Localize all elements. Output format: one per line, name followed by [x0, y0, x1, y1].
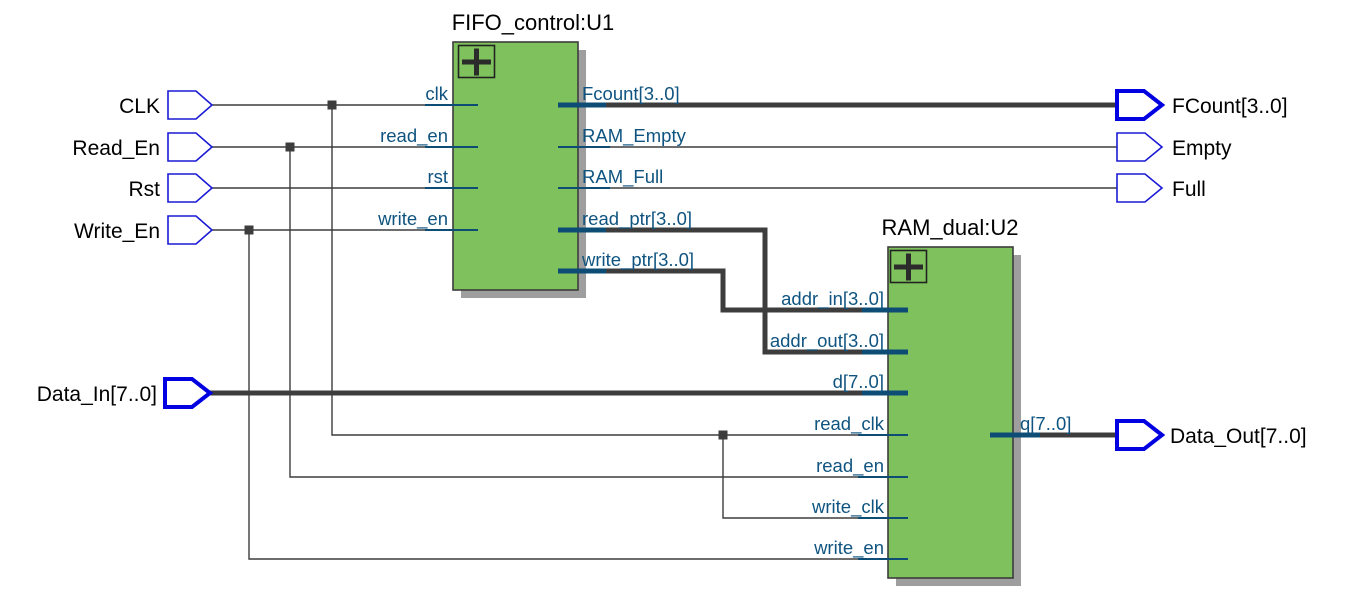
label-readen-pin: Read_En — [72, 137, 160, 160]
fifo-control-block[interactable] — [452, 41, 579, 291]
port-label-ram-writeclk: write_clk — [811, 496, 885, 518]
port-label-ram-addrout: addr_out[3..0] — [770, 330, 884, 352]
port-label-fifo-rst: rst — [427, 166, 448, 187]
junction-readen — [285, 142, 295, 152]
port-label-ram-q: q[7..0] — [1020, 413, 1071, 434]
port-label-fifo-writeptr: write_ptr[3..0] — [581, 249, 694, 271]
output-pin-dataout[interactable] — [1115, 419, 1166, 451]
label-datain-pin: Data_In[7..0] — [37, 383, 157, 406]
label-empty-pin: Empty — [1172, 137, 1232, 160]
port-label-fifo-ramempty: RAM_Empty — [582, 125, 687, 147]
input-pin-rst[interactable] — [167, 173, 214, 203]
port-label-ram-addrin: addr_in[3..0] — [781, 288, 884, 310]
output-pin-fcount[interactable] — [1115, 89, 1166, 121]
input-pin-clk[interactable] — [167, 90, 214, 120]
ram-dual-block[interactable] — [887, 246, 1014, 579]
label-rst-pin: Rst — [129, 178, 161, 201]
output-pin-full[interactable] — [1116, 173, 1164, 203]
ram-dual-title: RAM_dual:U2 — [882, 215, 1019, 240]
ram-dual-expand-plus-icon[interactable] — [889, 249, 928, 284]
label-clk-pin: CLK — [119, 95, 160, 118]
fifo-control-title: FIFO_control:U1 — [452, 10, 615, 35]
label-fcount-pin: FCount[3..0] — [1172, 95, 1288, 118]
junction-readclk-writeclk — [718, 430, 728, 440]
wire-readptr-to-addrout-bus[interactable] — [578, 227, 888, 355]
port-label-ram-readclk: read_clk — [814, 413, 885, 435]
port-label-fifo-clk: clk — [425, 83, 448, 104]
port-label-fifo-ramfull: RAM_Full — [582, 166, 663, 188]
port-label-ram-writeen: write_en — [813, 537, 884, 559]
junction-clk — [327, 100, 337, 110]
wire-readen-branch-to-ram[interactable] — [289, 147, 888, 478]
label-writeen-pin: Write_En — [74, 220, 160, 243]
label-full-pin: Full — [1172, 178, 1206, 201]
input-pin-datain[interactable] — [163, 377, 214, 409]
input-pin-readen[interactable] — [167, 132, 214, 162]
wire-clk-branch-to-writeclk[interactable] — [722, 435, 888, 519]
output-pin-empty[interactable] — [1116, 132, 1164, 162]
port-label-ram-d: d[7..0] — [833, 371, 884, 392]
wire-writeptr-to-addrin-bus[interactable] — [578, 268, 888, 313]
wire-clk-branch-to-readclk[interactable] — [331, 105, 888, 436]
junction-writeen — [244, 225, 254, 235]
port-label-fifo-writeen: write_en — [377, 208, 448, 230]
label-dataout-pin: Data_Out[7..0] — [1170, 425, 1307, 448]
wire-writeen-branch-to-ram[interactable] — [248, 230, 888, 560]
port-label-fifo-fcount: Fcount[3..0] — [582, 83, 680, 104]
port-label-fifo-readen: read_en — [380, 125, 448, 147]
port-label-fifo-readptr: read_ptr[3..0] — [582, 208, 692, 230]
fifo-control-expand-plus-icon[interactable] — [457, 44, 496, 79]
input-pin-writeen[interactable] — [167, 215, 214, 245]
port-label-ram-readen: read_en — [816, 455, 884, 477]
